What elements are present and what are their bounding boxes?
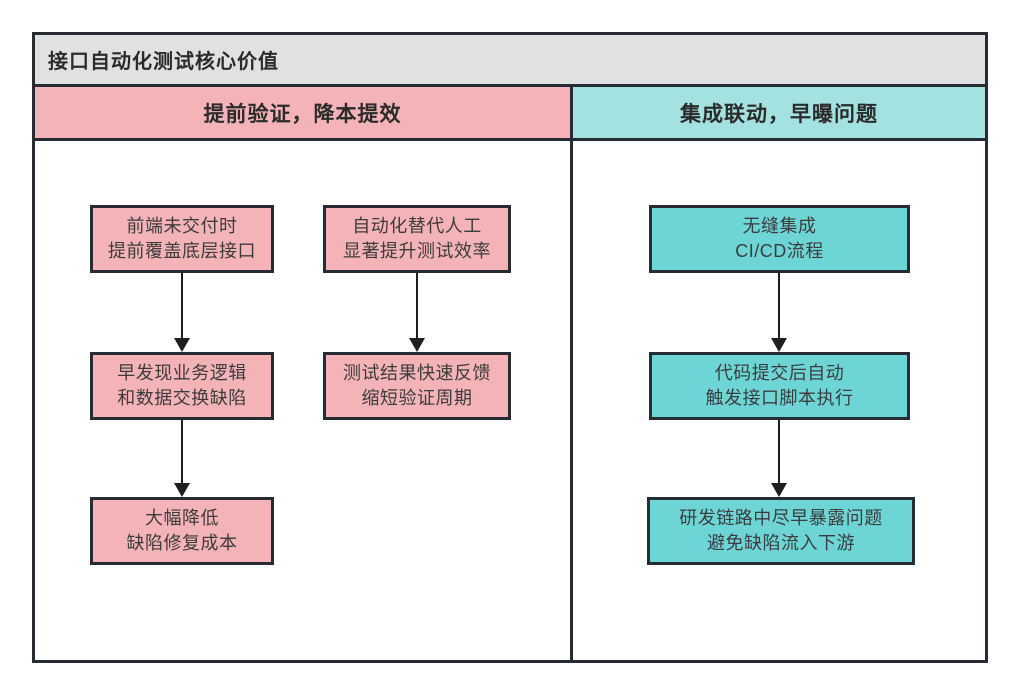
flow-node-line: 提前覆盖底层接口 [108,241,256,261]
flow-node: 大幅降低 缺陷修复成本 [90,497,274,565]
flow-node: 早发现业务逻辑 和数据交换缺陷 [90,352,274,420]
flow-node-line: CI/CD流程 [735,241,824,261]
flow-node: 自动化替代人工 显著提升测试效率 [323,205,511,273]
arrow-down [409,272,425,352]
column-header-left: 提前验证，降本提效 [35,87,573,141]
flow-node-line: 避免缺陷流入下游 [707,533,855,553]
flow-node-line: 大幅降低 [145,508,219,528]
flow-node: 无缝集成 CI/CD流程 [649,205,910,273]
flow-node-line: 研发链路中尽早暴露问题 [679,508,883,528]
arrow-down [771,420,787,497]
flow-node-line: 测试结果快速反馈 [343,363,491,383]
column-header-right: 集成联动，早曝问题 [573,87,985,141]
flow-node-line: 代码提交后自动 [714,363,845,383]
arrow-head [409,338,425,352]
column-header-left-label: 提前验证，降本提效 [203,102,402,126]
flow-node: 测试结果快速反馈 缩短验证周期 [323,352,511,420]
arrow-head [771,483,787,497]
arrow-head [174,483,190,497]
column-header-right-label: 集成联动，早曝问题 [680,102,878,126]
arrow-shaft [778,272,780,338]
arrow-head [174,338,190,352]
arrow-shaft [181,272,183,338]
flow-node-line: 前端未交付时 [126,216,238,236]
arrow-down [771,272,787,352]
flow-node: 研发链路中尽早暴露问题 避免缺陷流入下游 [647,497,915,565]
flow-node-line: 和数据交换缺陷 [117,388,247,408]
arrow-down [174,420,190,497]
flow-node-line: 显著提升测试效率 [343,241,491,261]
arrow-down [174,272,190,352]
flow-node: 前端未交付时 提前覆盖底层接口 [90,205,274,273]
flow-node-line: 自动化替代人工 [352,216,482,236]
arrow-head [771,338,787,352]
arrow-shaft [416,272,418,338]
flow-node-line: 无缝集成 [742,216,817,236]
flow-node-line: 触发接口脚本执行 [705,388,854,408]
diagram-title: 接口自动化测试核心价值 [48,51,279,73]
flow-node-line: 缩短验证周期 [361,388,473,408]
flow-node-line: 缺陷修复成本 [126,533,238,553]
arrow-shaft [181,420,183,483]
diagram-title-bar: 接口自动化测试核心价值 [35,35,985,87]
flow-node: 代码提交后自动 触发接口脚本执行 [649,352,910,420]
flow-node-line: 早发现业务逻辑 [117,363,247,383]
arrow-shaft [778,420,780,483]
